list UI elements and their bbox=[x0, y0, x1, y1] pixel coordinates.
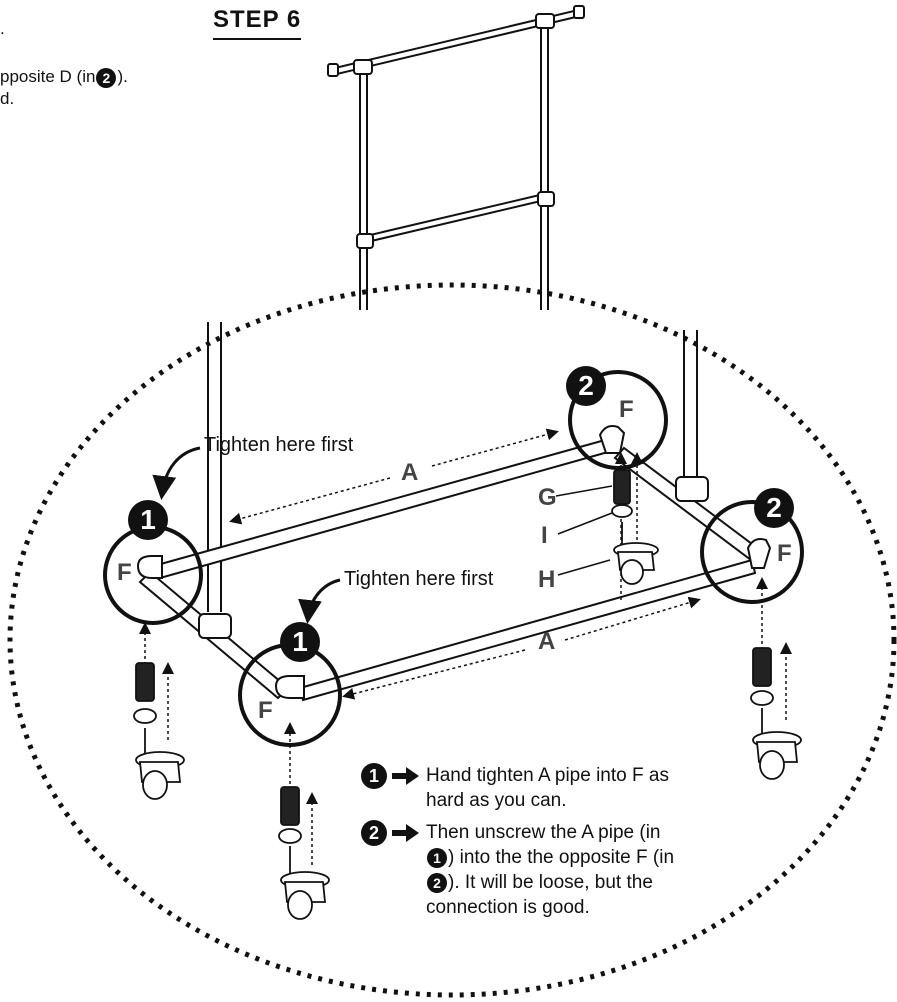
cut-text-prefix: pposite D (in bbox=[0, 67, 96, 86]
fitting-f-left-label: F bbox=[117, 559, 132, 586]
upper-frame bbox=[327, 5, 585, 310]
detail-outline bbox=[7, 282, 897, 998]
caster-wheel-icon bbox=[133, 469, 802, 920]
instruction-2-badge: 2 bbox=[361, 820, 387, 846]
instruction-2-text: Then unscrew the A pipe (in 1) into the t… bbox=[426, 820, 676, 920]
cut-text-suffix: ). bbox=[117, 67, 128, 86]
instruction-2-part-b: ) into the the opposite F (in bbox=[448, 847, 675, 868]
instruction-1-text: Hand tighten A pipe into F as hard as yo… bbox=[426, 765, 669, 811]
marker-2-back: 2 bbox=[566, 366, 606, 406]
callout-tighten-left: Tighten here first bbox=[204, 434, 354, 456]
right-arrow-icon bbox=[392, 767, 419, 785]
instruction-1-badge: 1 bbox=[361, 763, 387, 789]
callout-tighten-front: Tighten here first bbox=[344, 568, 494, 590]
marker-1-left: 1 bbox=[128, 500, 168, 540]
part-i-label: I bbox=[541, 522, 548, 549]
fitting-f-back-label: F bbox=[619, 396, 634, 423]
fitting-f-front-label: F bbox=[258, 697, 273, 724]
fitting-f-right-label: F bbox=[777, 540, 792, 567]
marker-2-right: 2 bbox=[754, 488, 794, 528]
instruction-2-part-a: Then unscrew the A pipe (in bbox=[426, 822, 661, 843]
step-title: STEP 6 bbox=[213, 6, 302, 40]
cut-text-badge: 2 bbox=[96, 67, 117, 88]
cut-text-line-1: . bbox=[0, 19, 5, 38]
instruction-2-inline-badge-1: 1 bbox=[427, 847, 447, 868]
base-frame bbox=[136, 425, 772, 702]
part-h-label: H bbox=[538, 566, 556, 593]
part-g-label: G bbox=[538, 484, 557, 511]
right-arrow-icon bbox=[392, 824, 419, 842]
leader-lines bbox=[555, 485, 613, 576]
instruction-2-part-c: ). It will be loose, but the connection … bbox=[426, 872, 653, 918]
pipe-a-back-label: A bbox=[401, 459, 419, 486]
cut-text-line-3: d. bbox=[0, 89, 15, 108]
dimension-lines bbox=[229, 428, 701, 700]
instruction-2-inline-badge-2: 2 bbox=[427, 872, 447, 893]
curved-arrow-icon bbox=[152, 446, 341, 624]
pipe-a-front-label: A bbox=[538, 628, 556, 655]
marker-1-front: 1 bbox=[280, 622, 320, 662]
